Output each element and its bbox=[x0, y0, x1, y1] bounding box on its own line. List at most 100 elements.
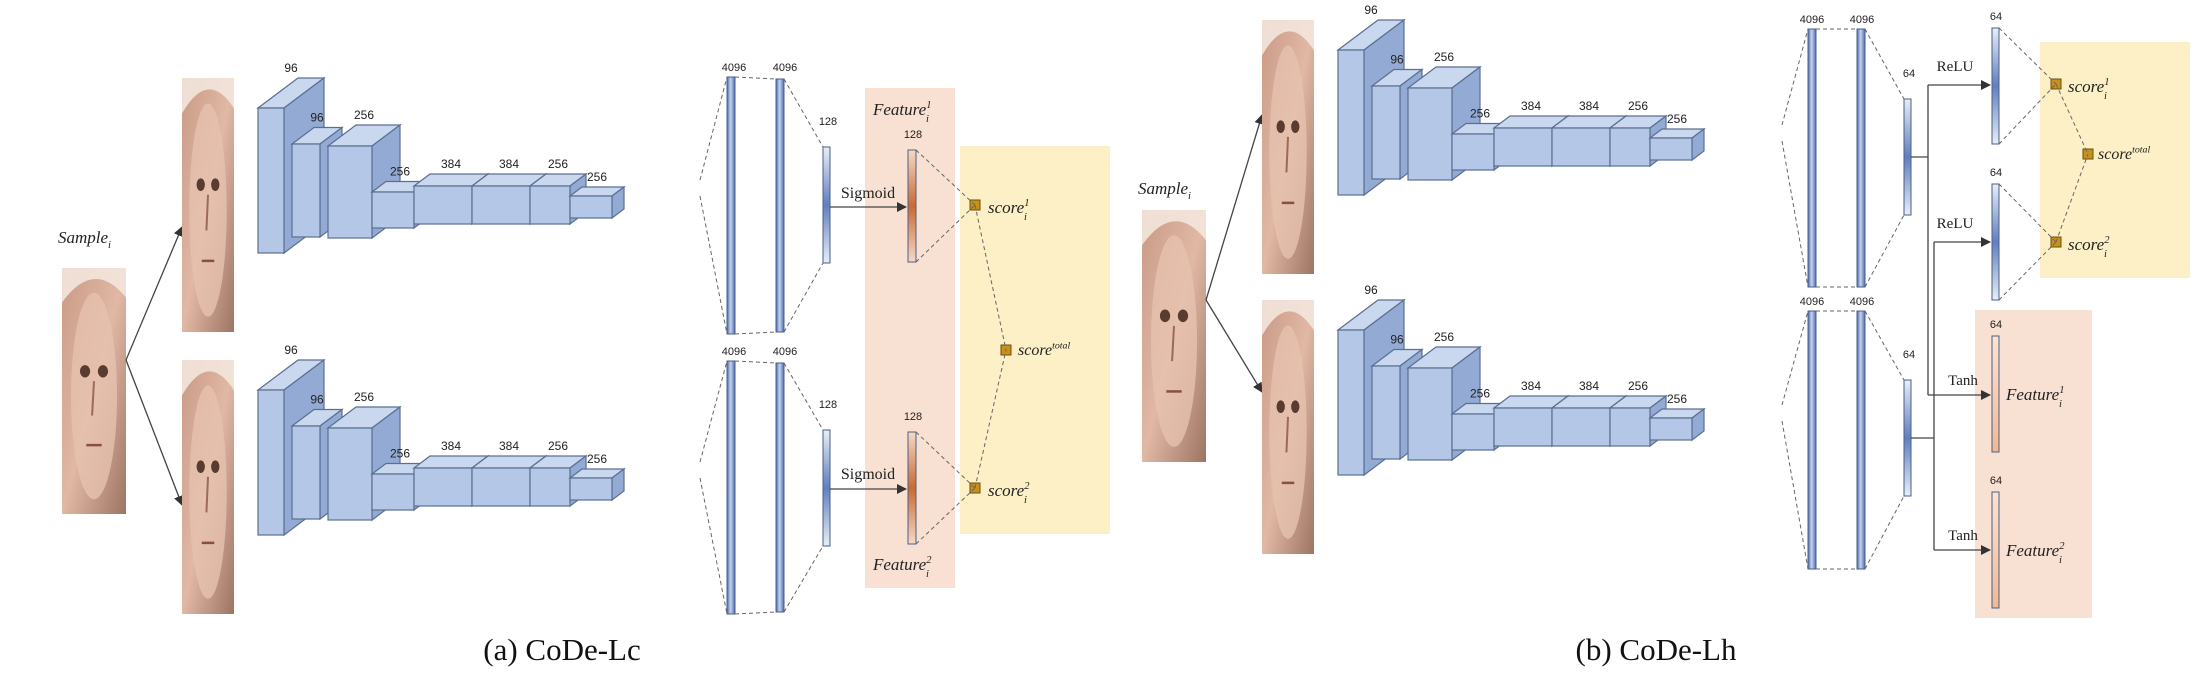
branch-a2-conv-label-1: 96 bbox=[284, 343, 298, 357]
sigmoid-label-bottom-a: Sigmoid bbox=[841, 466, 895, 483]
score-2-bar-b bbox=[1991, 183, 2000, 301]
relu-label-top-b: ReLU bbox=[1937, 59, 1974, 75]
branch-b1-conv-label-4: 256 bbox=[1470, 107, 1490, 121]
branch-b1-conv-label-7: 256 bbox=[1628, 99, 1648, 113]
bottom-b-fc8-label: 64 bbox=[1903, 349, 1915, 361]
score1-total-link-a bbox=[974, 204, 1007, 351]
top-b-fc8-link-top bbox=[1864, 28, 1905, 100]
branch-b2-conv-label-4: 256 bbox=[1470, 387, 1490, 401]
branch-a2-conv-label-8: 256 bbox=[587, 452, 607, 466]
bottom-a-fc7-label: 4096 bbox=[773, 346, 797, 358]
bottom-a-fc6-label: 4096 bbox=[722, 346, 746, 358]
top-a-fc8-link-top bbox=[783, 78, 824, 148]
input-face-image-b bbox=[1142, 210, 1206, 462]
branch-a1-conv-label-6: 384 bbox=[499, 157, 519, 171]
sample-label-a: Samplei bbox=[58, 228, 111, 251]
branch-a1-conv-label-5: 384 bbox=[441, 157, 461, 171]
sbar1-score-link-top-b bbox=[1998, 27, 2057, 85]
branch-a1-conv-label-2: 96 bbox=[310, 111, 324, 125]
branch-a1-conv-label-3: 256 bbox=[354, 108, 374, 122]
bottom-b-fc8 bbox=[1903, 379, 1912, 497]
top-a-fc7 bbox=[775, 78, 785, 333]
bottom-a-fc-link-bottom bbox=[734, 611, 777, 615]
top-a-fc6 bbox=[726, 76, 736, 335]
bottom-b-fc6-label: 4096 bbox=[1800, 296, 1824, 308]
bottom-a-fc8 bbox=[822, 429, 831, 547]
top-a-fc8-label: 128 bbox=[819, 116, 837, 128]
top-b-fc8 bbox=[1903, 98, 1912, 216]
branch-b1-face-image bbox=[1262, 20, 1314, 274]
split-arrow-top-b bbox=[1205, 114, 1265, 301]
branch-b2-face-image bbox=[1262, 300, 1314, 554]
top-b-fc7-label: 4096 bbox=[1850, 14, 1874, 26]
branch-b2-conv-label-2: 96 bbox=[1390, 333, 1404, 347]
bottom-a-fc8-label: 128 bbox=[819, 399, 837, 411]
split-arrow-top-a bbox=[125, 226, 184, 361]
score1-total-link-b bbox=[2055, 83, 2089, 155]
caption-code-lc: (a) CoDe-Lc bbox=[483, 632, 641, 667]
branch-a2-conv-label-5: 384 bbox=[441, 439, 461, 453]
bottom-a-fc6 bbox=[726, 360, 736, 615]
top-a-fc-link-bottom bbox=[734, 331, 777, 335]
top-b-conv-fc-top bbox=[1781, 28, 1809, 126]
branch-b1-conv-label-1: 96 bbox=[1364, 3, 1378, 17]
bottom-a-conv-fc-top bbox=[699, 360, 728, 463]
top-b-fc7 bbox=[1856, 28, 1866, 288]
top-a-conv-fc-top bbox=[699, 76, 728, 181]
top-b-fc6 bbox=[1807, 28, 1817, 288]
branch-a1-conv-label-4: 256 bbox=[390, 165, 410, 179]
split-arrow-bottom-b bbox=[1205, 299, 1263, 393]
bottom-b-conv-fc-top bbox=[1781, 310, 1809, 406]
branch-a2-conv-label-6: 384 bbox=[499, 439, 519, 453]
feature-1-dim-a: 128 bbox=[904, 129, 922, 141]
feature-1-bar-b bbox=[1991, 335, 2000, 453]
score-2-bar-dim-b: 64 bbox=[1990, 167, 2002, 179]
score-panel-a bbox=[960, 146, 1110, 534]
branch-a2-conv-label-4: 256 bbox=[390, 447, 410, 461]
branch-b2-conv-label-5: 384 bbox=[1521, 379, 1541, 393]
score-1-bar-dim-b: 64 bbox=[1990, 11, 2002, 23]
score-total-label-a: scoretotal bbox=[1018, 340, 1070, 359]
branch-b2-conv-label-1: 96 bbox=[1364, 283, 1378, 297]
branch-b1-conv-label-3: 256 bbox=[1434, 50, 1454, 64]
score2-total-link-b bbox=[2055, 153, 2089, 243]
split-arrow-bottom-a bbox=[125, 359, 184, 506]
branch-a1-face-image bbox=[182, 78, 234, 332]
input-face-image-a bbox=[62, 268, 126, 514]
bottom-a-fc8-link-bottom bbox=[783, 545, 824, 613]
branch-b1-conv-label-5: 384 bbox=[1521, 99, 1541, 113]
branch-a1-conv-label-1: 96 bbox=[284, 61, 298, 75]
branch-a2-conv-block-8 bbox=[568, 467, 626, 502]
branch-b2-conv-label-7: 256 bbox=[1628, 379, 1648, 393]
top-b-fc8-label: 64 bbox=[1903, 68, 1915, 80]
top-a-fc8-link-bottom bbox=[783, 262, 824, 333]
branch-b1-conv-label-6: 384 bbox=[1579, 99, 1599, 113]
branch-a2-conv-label-2: 96 bbox=[310, 393, 324, 407]
feature-1-dim-b: 64 bbox=[1990, 319, 2002, 331]
top-a-fc-link-top bbox=[734, 76, 777, 80]
bottom-b-conv-fc-bottom bbox=[1781, 420, 1809, 570]
branch-a2-conv-label-7: 256 bbox=[548, 439, 568, 453]
feature-2-dim-b: 64 bbox=[1990, 475, 2002, 487]
bottom-b-fc8-link-top bbox=[1864, 310, 1905, 381]
feature-2-dim-a: 128 bbox=[904, 411, 922, 423]
bottom-a-fc8-link-top bbox=[783, 362, 824, 431]
top-b-conv-fc-bottom bbox=[1781, 140, 1809, 288]
bottom-b-fc7-label: 4096 bbox=[1850, 296, 1874, 308]
branch-a2-face-image bbox=[182, 360, 234, 614]
tanh-label-top-b: Tanh bbox=[1948, 373, 1978, 389]
sample-label-b: Samplei bbox=[1138, 179, 1191, 202]
caption-code-lh: (b) CoDe-Lh bbox=[1575, 632, 1737, 667]
top-b-fc8-link-bottom bbox=[1864, 214, 1905, 288]
branch-b2-conv-label-8: 256 bbox=[1667, 392, 1687, 406]
branch-b2-conv-label-6: 384 bbox=[1579, 379, 1599, 393]
branch-a1-conv-block-8 bbox=[568, 185, 626, 220]
top-a-fc8 bbox=[822, 146, 831, 264]
